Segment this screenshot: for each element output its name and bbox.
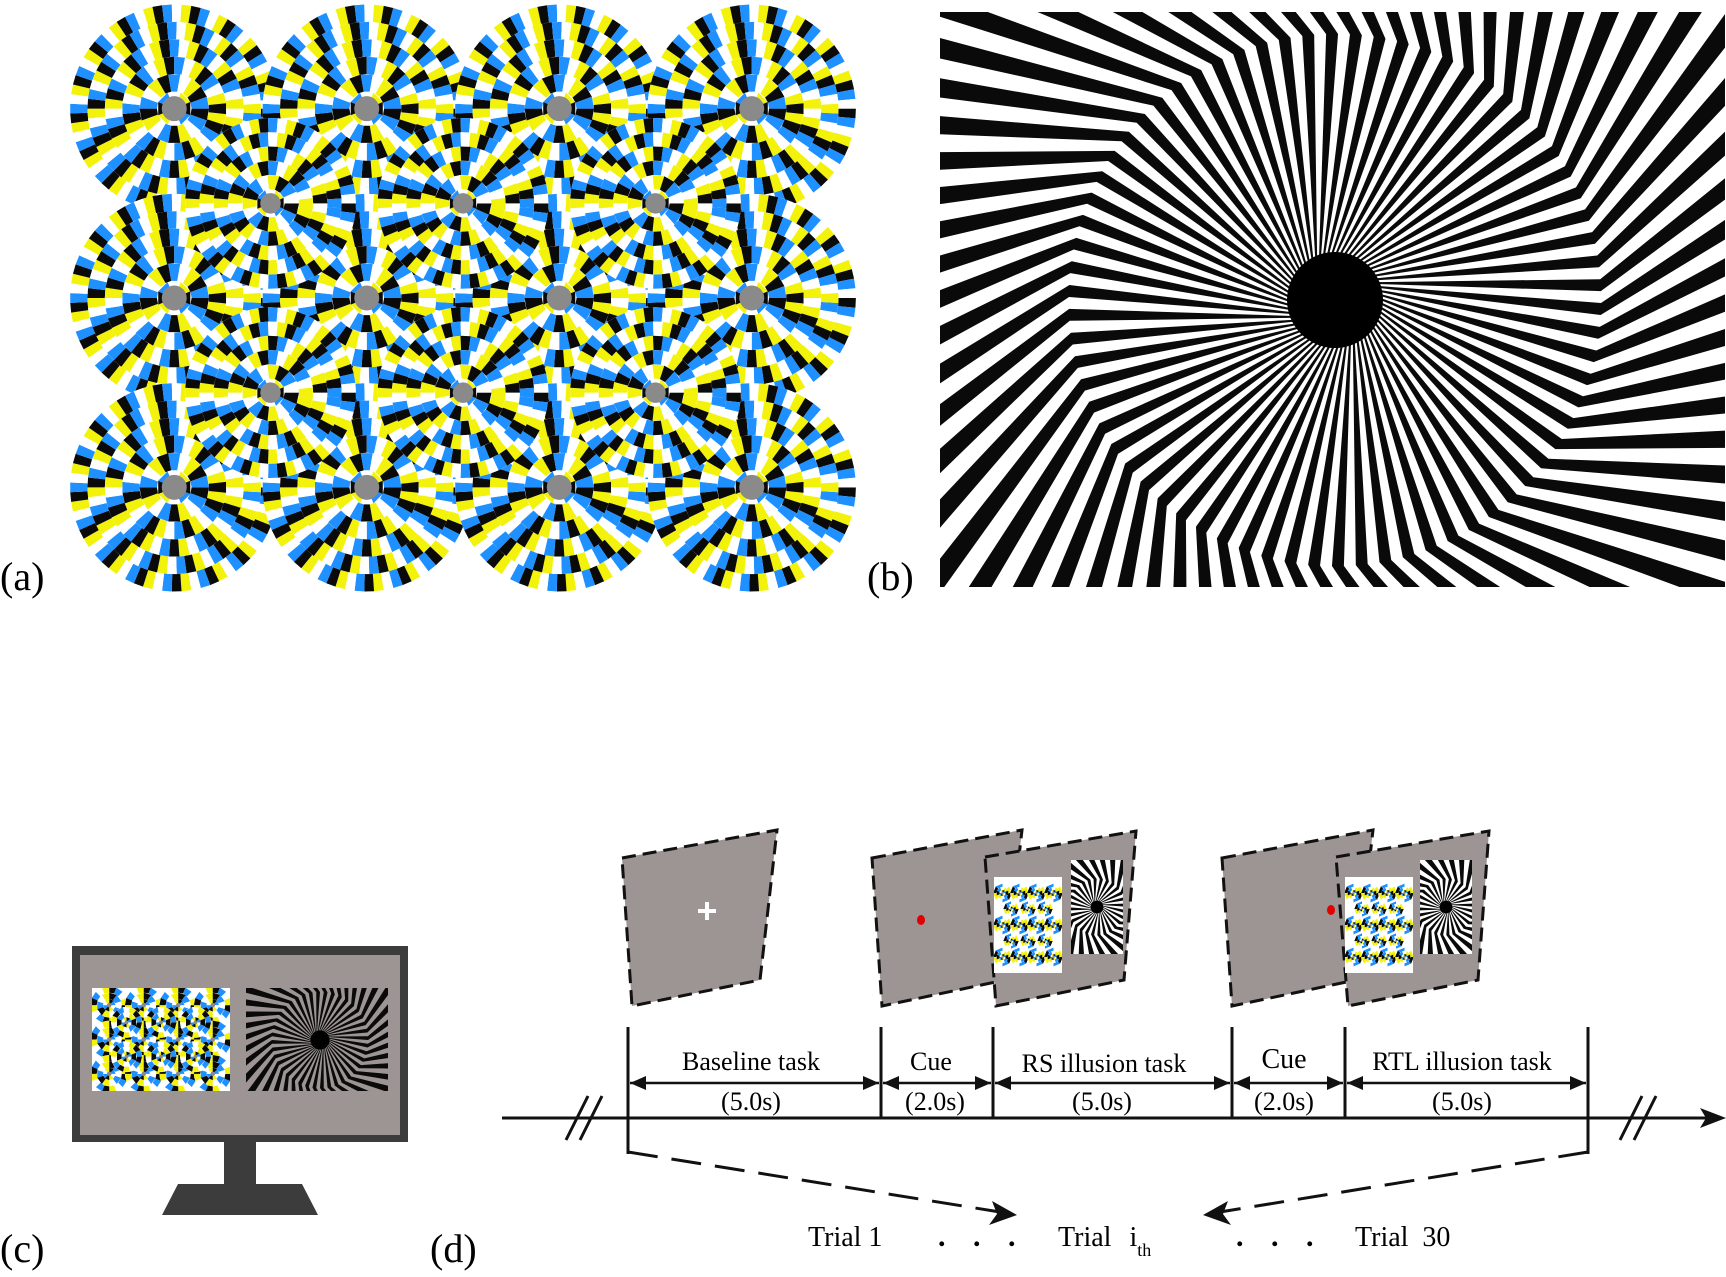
segment-duration-baseline: (5.0s): [721, 1087, 781, 1116]
segment-label-rs-illusion: RS illusion task: [1022, 1049, 1187, 1078]
duration-arrow-5-right-head-icon: [1570, 1076, 1586, 1090]
duration-arrow-3-right-head-icon: [1214, 1076, 1230, 1090]
spiral-illusion: [940, 12, 1725, 587]
cue-dot-icon: [917, 915, 925, 925]
segment-duration-cue-1: (2.0s): [905, 1087, 965, 1116]
panel-label-d: (d): [430, 1226, 477, 1271]
segment-duration-rs-illusion: (5.0s): [1072, 1087, 1132, 1116]
rotating-snakes-illusion: [70, 4, 856, 592]
duration-arrow-1-left-head-icon: [630, 1076, 646, 1090]
baseline-screen: [620, 828, 779, 1008]
rtl-illusion-screen: [1334, 829, 1491, 1008]
rs-illusion-screen: [983, 829, 1138, 1008]
duration-arrow-2-left-head-icon: [883, 1076, 899, 1090]
duration-arrow-1-right-head-icon: [863, 1076, 879, 1090]
fixation-cross-icon: [698, 902, 716, 920]
time-axis-arrowhead-icon: [1700, 1108, 1726, 1128]
segment-duration-arrows: [630, 1076, 1586, 1090]
duration-arrow-3-left-head-icon: [995, 1076, 1011, 1090]
trial-label-last: Trial 30: [1355, 1222, 1450, 1253]
ellipsis-2: . . .: [1236, 1220, 1324, 1253]
panel-label-c: (c): [0, 1226, 44, 1271]
segment-label-rtl-illusion: RTL illusion task: [1372, 1047, 1551, 1076]
monitor-base: [162, 1184, 318, 1215]
segment-label-cue-1: Cue: [910, 1047, 952, 1076]
trial-expansion-arrows: [627, 1150, 1589, 1225]
monitor-neck: [224, 1142, 256, 1184]
duration-arrow-5-left-head-icon: [1347, 1076, 1363, 1090]
duration-arrow-4-left-head-icon: [1234, 1076, 1250, 1090]
duration-arrow-2-right-head-icon: [975, 1076, 991, 1090]
paradigm-diagram: Baseline task (5.0s) Cue (2.0s) RS illus…: [502, 828, 1726, 1260]
segment-boundaries: [626, 1027, 1590, 1154]
cue-dot-icon: [1327, 905, 1335, 915]
trial-label-first: Trial 1: [808, 1222, 882, 1253]
panel-label-a: (a): [0, 554, 44, 599]
segment-duration-rtl-illusion: (5.0s): [1432, 1087, 1492, 1116]
panel-label-b: (b): [867, 554, 914, 599]
segment-label-cue-2: Cue: [1261, 1044, 1306, 1075]
axis-break-left-icon: [564, 1095, 604, 1141]
segment-duration-cue-2: (2.0s): [1254, 1087, 1314, 1116]
monitor: [72, 946, 408, 1215]
ellipsis-1: . . .: [938, 1220, 1026, 1253]
axis-break-right-icon: [1618, 1095, 1658, 1141]
duration-arrow-4-right-head-icon: [1327, 1076, 1343, 1090]
segment-label-baseline: Baseline task: [682, 1047, 820, 1076]
